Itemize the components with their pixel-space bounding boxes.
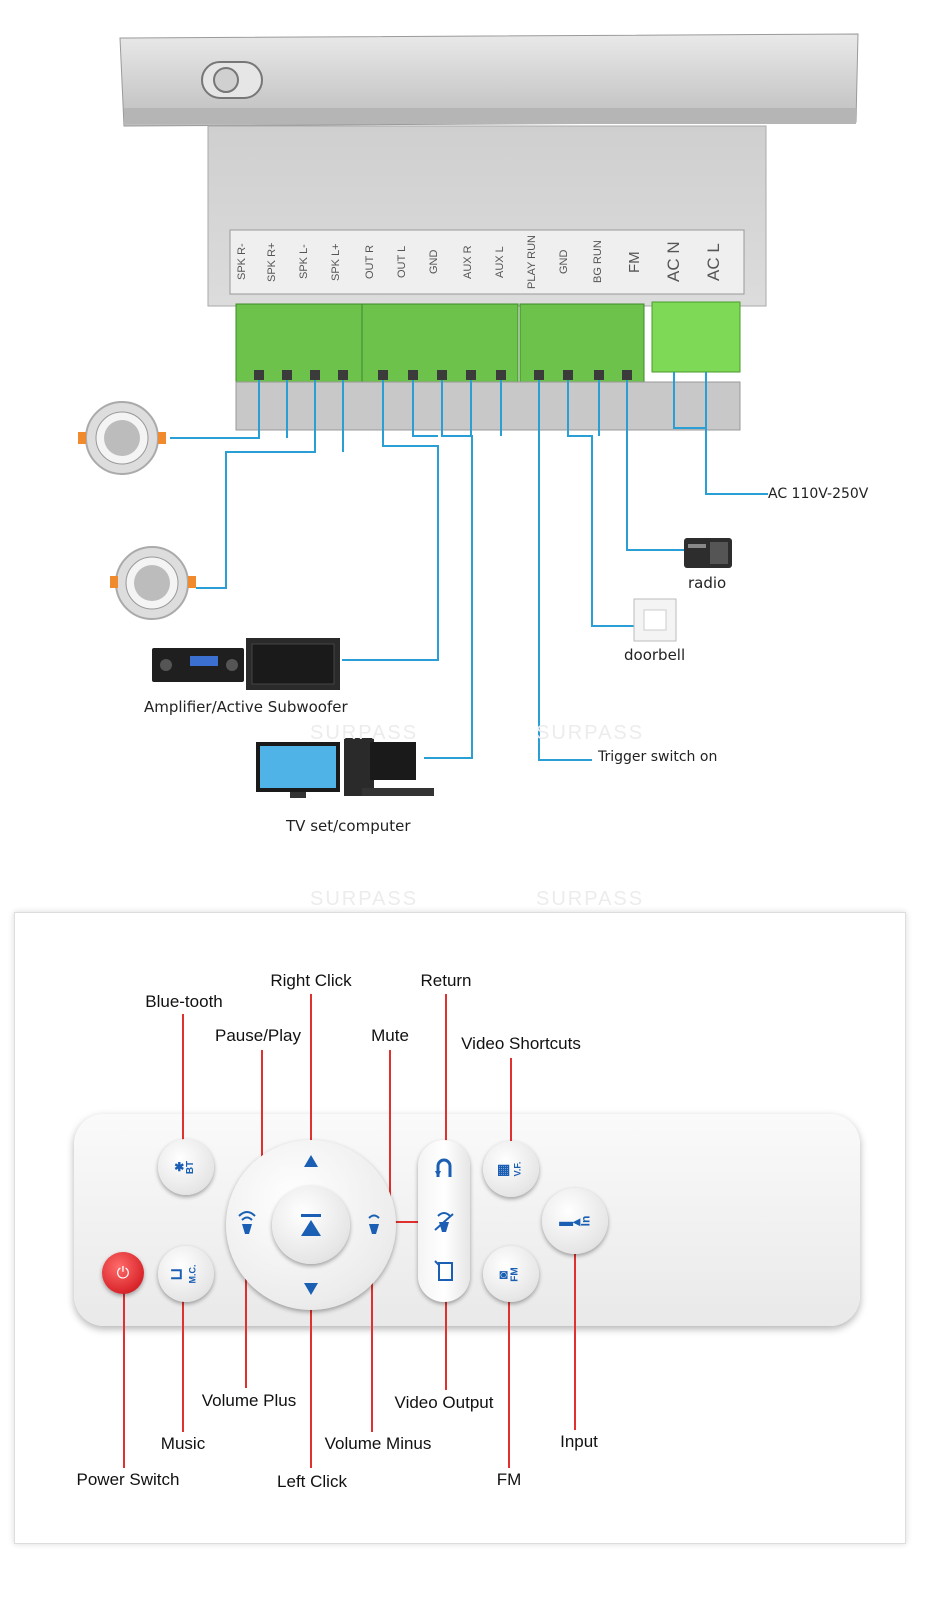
power-switch-label: Power Switch: [76, 1470, 180, 1489]
terminal-label: AC N: [664, 241, 683, 283]
fm-label: FM: [496, 1470, 522, 1489]
volume-plus-button[interactable]: [234, 1208, 260, 1236]
play-pause-icon: [301, 1214, 321, 1236]
dpad-down-button[interactable]: [300, 1278, 322, 1300]
input-jack-icon: ▬◂: [559, 1212, 581, 1229]
bluetooth-button[interactable]: ✱ BT: [158, 1139, 214, 1195]
terminal-label: OUT L: [396, 245, 408, 279]
music-label: Music: [160, 1434, 206, 1453]
mute-button[interactable]: [430, 1206, 458, 1236]
terminal-label: FM: [626, 251, 643, 273]
terminal-label: GND: [558, 249, 570, 275]
bluetooth-button-text: BT: [185, 1160, 197, 1174]
terminal-label: GND: [428, 249, 440, 275]
return-label: Return: [420, 971, 472, 990]
terminal-label: SPK L-: [298, 244, 310, 280]
terminal-label: SPK L+: [330, 243, 342, 281]
amplifier-label: Amplifier/Active Subwoofer: [144, 698, 348, 716]
tv-computer-label: TV set/computer: [286, 817, 411, 835]
music-button-text: M.C.: [187, 1264, 198, 1284]
faceplate-edge: [124, 108, 856, 124]
tv-computer-device: [256, 738, 434, 798]
doorbell-switch: [633, 598, 677, 642]
fm-button[interactable]: ◙ FM: [483, 1246, 539, 1302]
video-output-label: Video Output: [394, 1393, 494, 1412]
wiring-svg: [78, 33, 859, 798]
ceiling-speaker-1: [78, 401, 166, 475]
terminal-label: PLAY RUN: [526, 235, 538, 290]
volume-minus-label: Volume Minus: [324, 1434, 432, 1453]
amplifier-device: [152, 638, 340, 690]
music-icon: ⊐: [169, 1266, 184, 1283]
volume-minus-button[interactable]: [361, 1208, 387, 1236]
terminal-label: AC L: [704, 243, 723, 281]
ceiling-speaker-2: [110, 546, 196, 620]
dpad-up-button[interactable]: [300, 1150, 322, 1172]
terminal-label: SPK R+: [266, 242, 278, 282]
input-label: Input: [560, 1432, 598, 1451]
bluetooth-icon: ✱: [174, 1160, 185, 1174]
pause-play-button[interactable]: [272, 1186, 350, 1264]
watermark: SURPASS: [536, 888, 645, 910]
video-shortcuts-button-text: V.F.: [512, 1161, 523, 1177]
radio-device: [684, 538, 732, 568]
video-output-button[interactable]: [430, 1256, 458, 1286]
terminal-label: SPK R-: [236, 243, 248, 281]
watermark: SURPASS: [536, 722, 645, 744]
bluetooth-label: Blue-tooth: [145, 992, 223, 1011]
wiring-diagram: SPK R- SPK R+ SPK L- SPK L+ OUT R OUT L …: [78, 33, 869, 835]
pause-play-label: Pause/Play: [215, 1026, 301, 1045]
terminal-block-ac: [651, 301, 741, 373]
terminal-label: AUX R: [462, 245, 474, 279]
terminal-block-1: [235, 303, 363, 383]
terminal-label: OUT R: [364, 244, 376, 280]
radio-icon: ◙: [499, 1266, 508, 1282]
watermark: SURPASS: [310, 888, 419, 910]
ac-power-label: AC 110V-250V: [768, 486, 869, 502]
return-icon: [435, 1158, 452, 1177]
terminal-block-3: [519, 303, 645, 383]
power-button[interactable]: ⏻: [102, 1252, 144, 1294]
video-output-icon: [434, 1260, 453, 1281]
power-icon: ⏻: [116, 1263, 130, 1282]
input-button-text: In: [578, 1215, 593, 1227]
terminal-label: AUX L: [494, 246, 506, 278]
return-button[interactable]: [430, 1154, 458, 1182]
volume-plus-label: Volume Plus: [201, 1391, 297, 1410]
video-shortcuts-label: Video Shortcuts: [461, 1034, 581, 1053]
music-button[interactable]: ⊐ M.C.: [158, 1246, 214, 1302]
right-click-label: Right Click: [270, 971, 352, 990]
mute-label: Mute: [371, 1026, 409, 1045]
watermark: SURPASS: [310, 722, 419, 744]
doorbell-label: doorbell: [624, 646, 686, 664]
radio-label: radio: [688, 574, 727, 592]
video-shortcuts-button[interactable]: ▦ V.F.: [483, 1141, 539, 1197]
trigger-label: Trigger switch on: [598, 749, 718, 765]
mute-icon: [434, 1212, 454, 1232]
left-click-label: Left Click: [277, 1472, 347, 1491]
terminal-label: BG RUN: [592, 240, 604, 284]
fm-button-text: FM: [509, 1266, 521, 1282]
input-button[interactable]: ▬◂ In: [542, 1188, 608, 1254]
film-icon: ▦: [497, 1160, 511, 1177]
